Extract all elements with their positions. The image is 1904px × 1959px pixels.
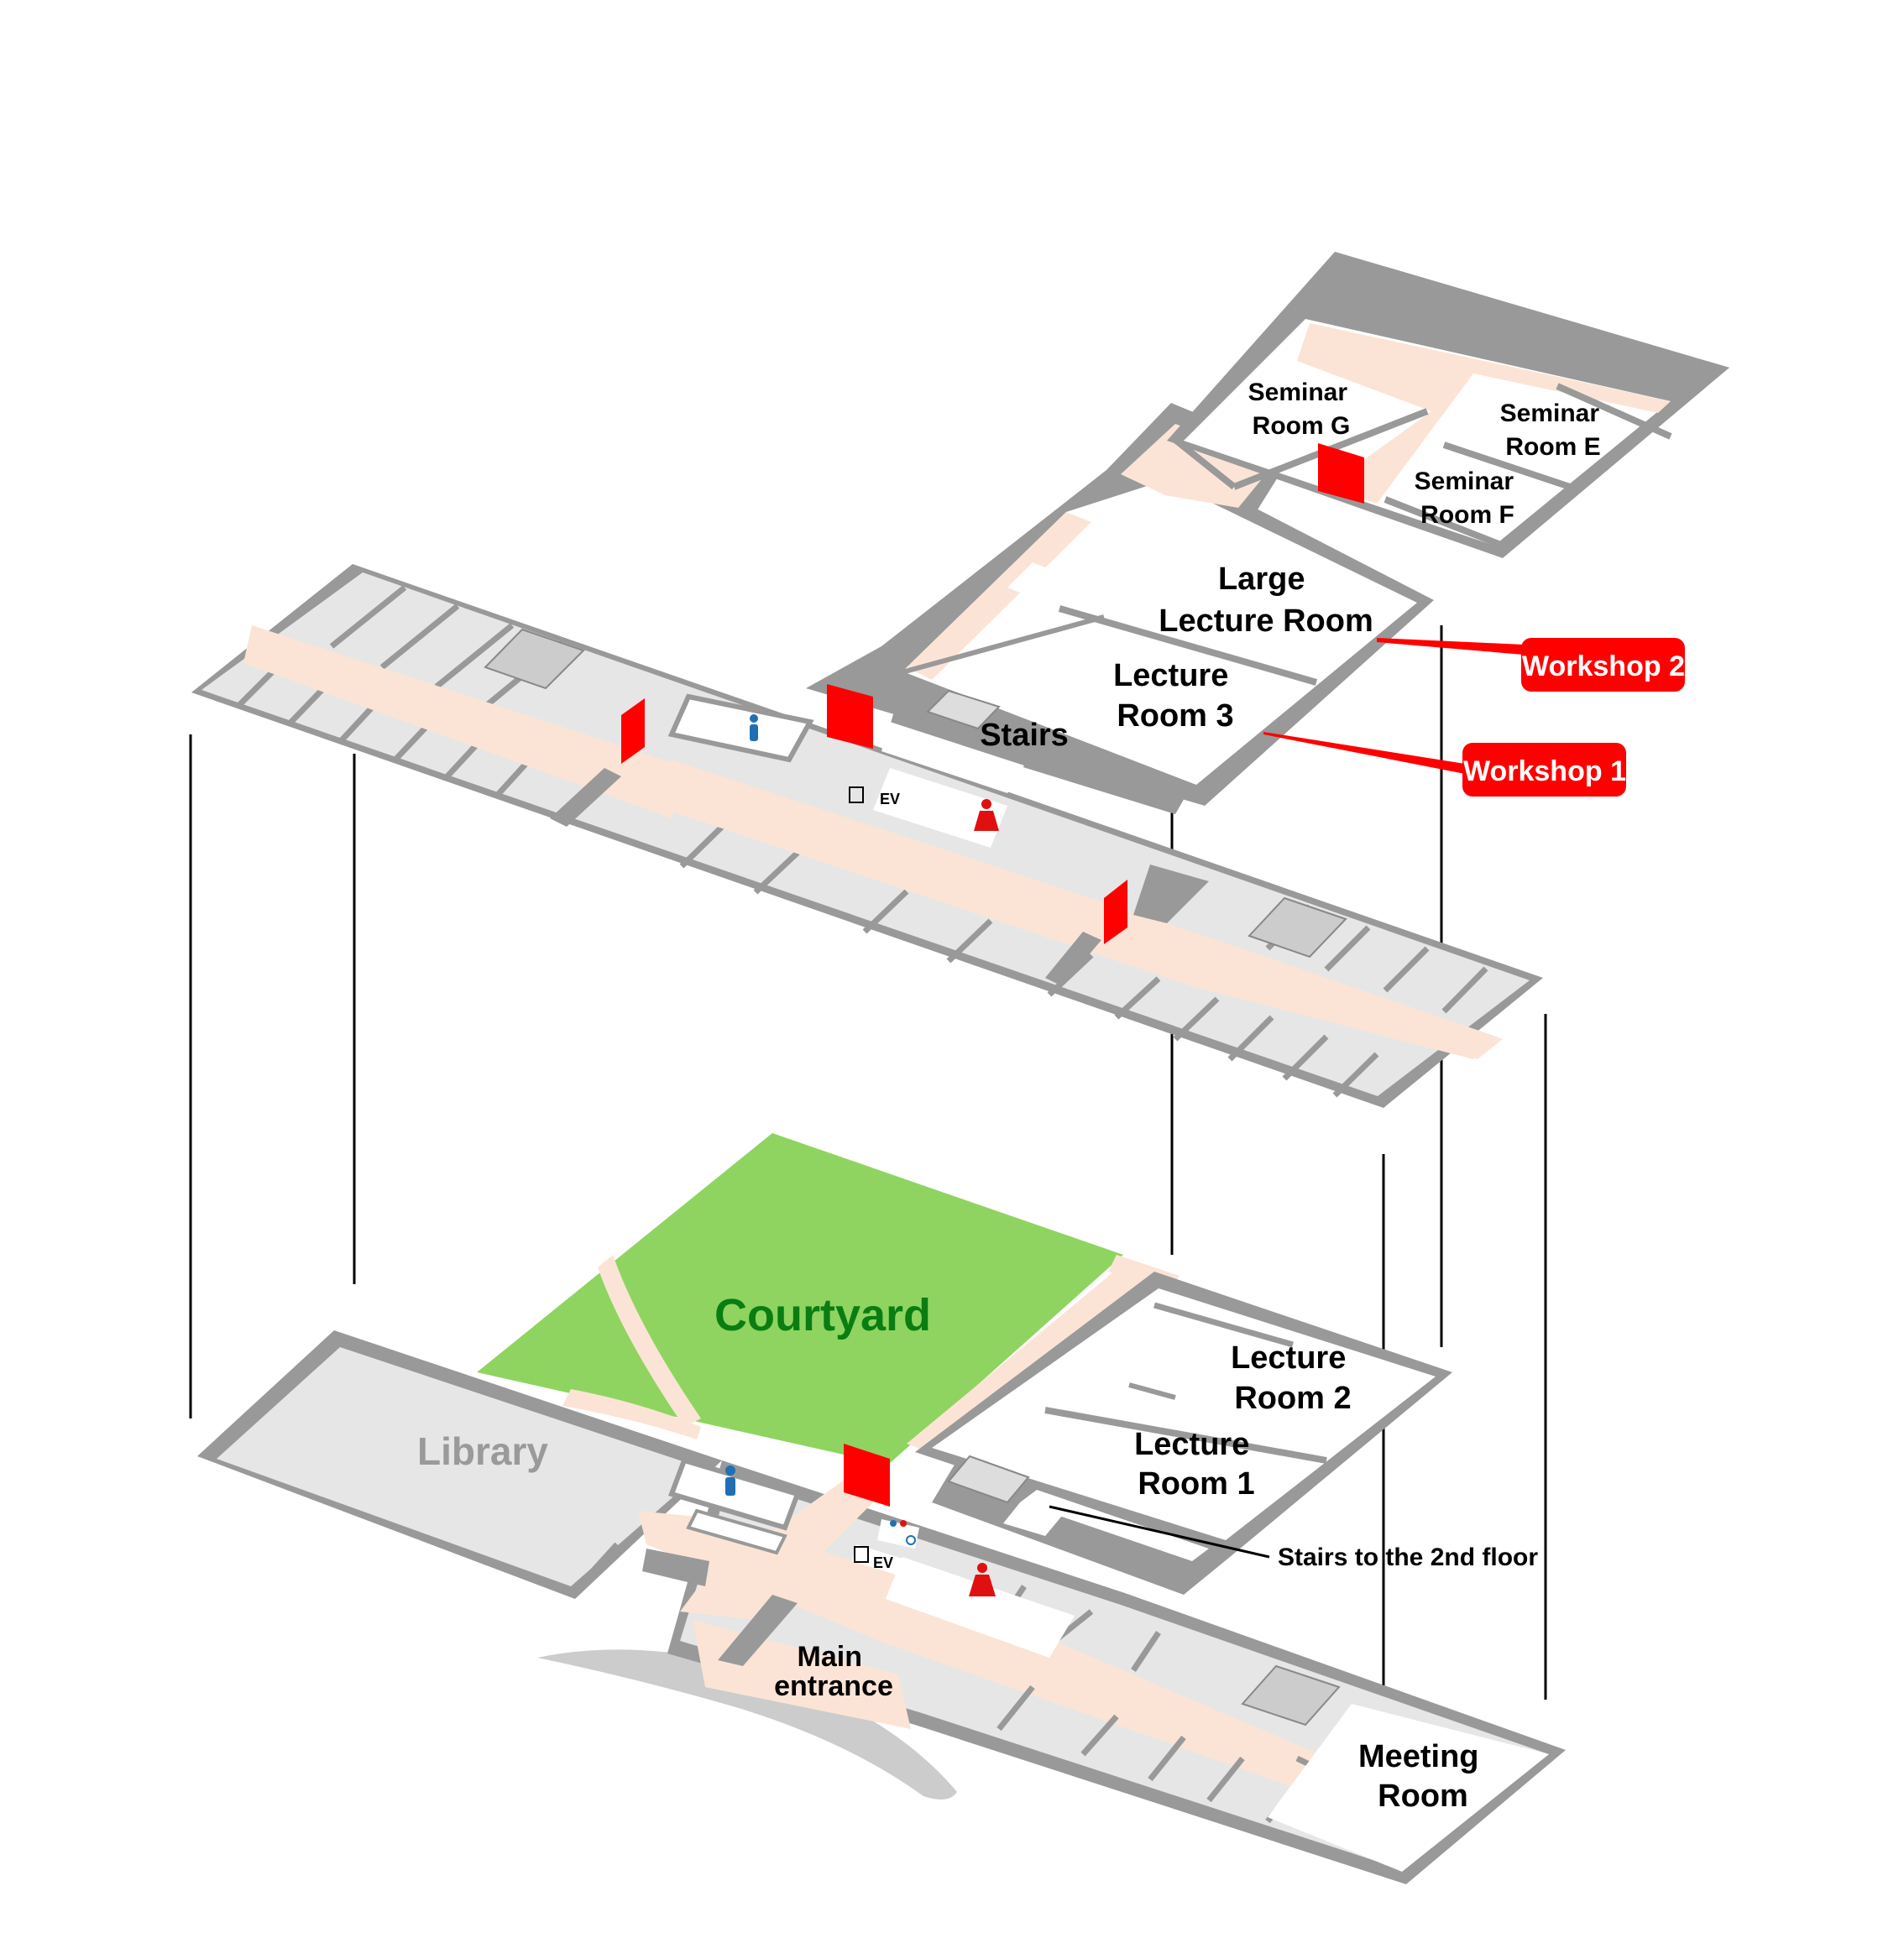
elevator-label-second-floor: EV <box>880 791 900 807</box>
man-restroom-icon <box>750 714 758 741</box>
woman-restroom-icon <box>969 1563 996 1596</box>
man-restroom-icon <box>725 1465 735 1496</box>
stairs-icon <box>926 689 1001 730</box>
door-marker-icon <box>621 443 1364 944</box>
lecture-room-3-label: Lecture Room 3 <box>1113 658 1237 734</box>
seminar-room-f-label: Seminar Room F <box>1415 468 1521 529</box>
library-label: Library <box>417 1429 548 1473</box>
svg-text:Workshop 2: Workshop 2 <box>1522 650 1685 682</box>
woman-restroom-icon <box>974 799 999 831</box>
stairs-callout: Stairs to the 2nd floor <box>1049 1505 1538 1571</box>
restroom-area-second-floor <box>667 693 814 763</box>
first-floor-corridor <box>638 1511 1368 1805</box>
svg-text:Workshop 1: Workshop 1 <box>1463 755 1626 787</box>
stairs-icon <box>1241 1664 1341 1727</box>
courtyard-label: Courtyard <box>714 1290 931 1340</box>
stairs-icon <box>484 628 1347 959</box>
lecture-room-1-label: Lecture Room 1 <box>1134 1427 1258 1502</box>
elevator-icon <box>849 786 864 803</box>
courtyard <box>477 1133 1123 1465</box>
seminar-room-g-label: Seminar Room G <box>1248 379 1355 440</box>
elevator-label-first-floor: EV <box>873 1554 893 1571</box>
seminar-room-e-label: Seminar Room E <box>1500 400 1607 461</box>
stairs-to-2nd-floor-label: Stairs to the 2nd floor <box>1278 1544 1538 1571</box>
workshop-1-callout: Workshop 1 <box>1263 732 1626 797</box>
stairs-label: Stairs <box>980 718 1069 753</box>
elevator-icon <box>854 1546 869 1563</box>
workshop-2-callout: Workshop 2 <box>1377 638 1685 692</box>
main-entrance-label: Main entrance <box>774 1641 893 1702</box>
meeting-room-label: Meeting Room <box>1358 1739 1488 1814</box>
accessible-restroom-icon <box>890 1520 916 1545</box>
first-floor-plan <box>197 1133 1566 1884</box>
meeting-room <box>1268 1704 1549 1872</box>
door-marker-icon <box>844 1444 890 1507</box>
large-lecture-room-label: Large Lecture Room <box>1159 562 1373 639</box>
lecture-room-2-label: Lecture Room 2 <box>1231 1340 1355 1416</box>
second-floor-plan <box>191 252 1729 1108</box>
stairs-icon <box>947 1455 1030 1504</box>
